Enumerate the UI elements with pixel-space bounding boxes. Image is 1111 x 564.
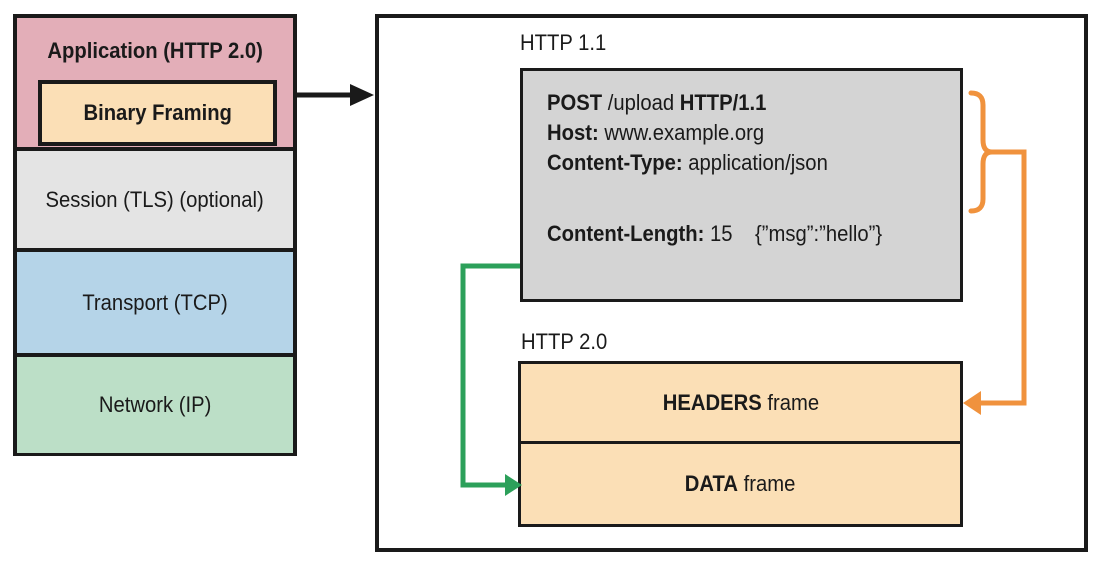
headers-frame-label: HEADERS frame xyxy=(662,389,819,415)
binary-framing-box: Binary Framing xyxy=(38,80,277,146)
request-line: POST /upload HTTP/1.1 xyxy=(547,90,767,115)
content-length-header: Content-Length: 15 xyxy=(547,221,733,246)
host-header: Host: www.example.org xyxy=(547,120,765,145)
request-body-json: {”msg”:”hello”} xyxy=(754,221,882,246)
layer-application-label: Application (HTTP 2.0) xyxy=(47,38,263,63)
http20-section-label: HTTP 2.0 xyxy=(521,329,608,354)
http11-section-label: HTTP 1.1 xyxy=(520,30,607,55)
layer-transport-label: Transport (TCP) xyxy=(82,289,228,315)
layer-session-tls: Session (TLS) (optional) xyxy=(17,147,293,248)
content-type-header: Content-Type: application/json xyxy=(547,150,828,175)
stack-to-panel-arrow-icon xyxy=(297,84,374,106)
layer-network-ip: Network (IP) xyxy=(17,353,293,453)
data-frame-label: DATA frame xyxy=(685,471,796,496)
binary-framing-label: Binary Framing xyxy=(83,100,232,125)
data-frame-row: DATA frame xyxy=(521,444,960,524)
layer-session-label: Session (TLS) (optional) xyxy=(45,186,265,212)
layer-transport-tcp: Transport (TCP) xyxy=(17,248,293,353)
http11-request-box: POST /upload HTTP/1.1 Host: www.example.… xyxy=(520,68,963,302)
layer-network-label: Network (IP) xyxy=(98,392,212,417)
http20-frames-box: HEADERS frame DATA frame xyxy=(518,361,963,527)
headers-frame-row: HEADERS frame xyxy=(521,364,960,444)
